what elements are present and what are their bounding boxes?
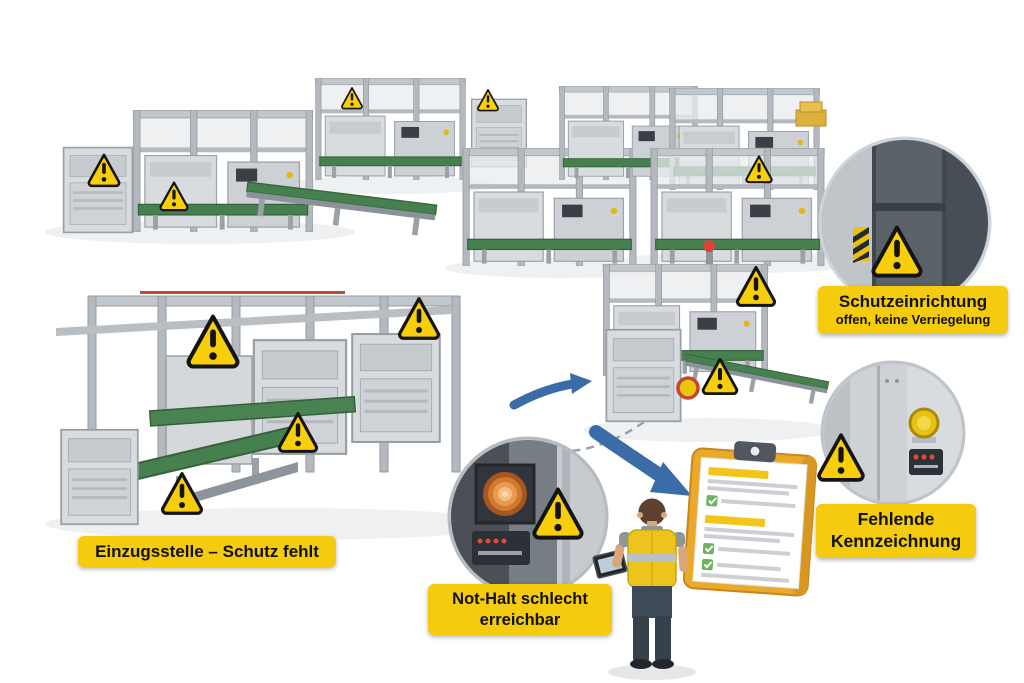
machine-mid-right — [602, 240, 830, 423]
person-head — [638, 498, 666, 526]
inset-guard-door — [818, 136, 992, 310]
callout-text-line1: Schutzeinrichtung — [838, 292, 988, 311]
callout-schutzeinrichtung: Schutzeinrichtung offen, keine Verriegel… — [818, 286, 1008, 334]
callout-text-line2: offen, keine Verriegelung — [835, 312, 991, 328]
callout-text: Einzugsstelle – Schutz fehlt — [95, 542, 319, 561]
callout-text-line2: erreichbar — [479, 610, 561, 629]
callout-text-line1: Fehlende — [857, 509, 935, 529]
checkmark-icon — [704, 545, 714, 553]
inspection-clipboard — [682, 441, 818, 597]
callout-text-line2: Kennzeichnung — [830, 530, 962, 551]
callout-kennzeichnung: Fehlende Kennzeichnung — [816, 504, 976, 558]
arrow-to-clipboard — [589, 425, 692, 496]
callout-nothalt: Not-Halt schlecht erreichbar — [428, 584, 612, 636]
checkbox-checked — [701, 558, 714, 571]
checkbox-checked — [706, 495, 718, 507]
checkbox-checked — [702, 542, 715, 555]
inset-unmarked-button — [817, 360, 966, 506]
inset-not-halt — [447, 436, 609, 598]
machine-cluster-top-right — [650, 88, 827, 266]
signal-beacon-icon — [703, 240, 715, 264]
round-warning-sign-icon — [676, 376, 700, 400]
checkmark-icon — [708, 497, 717, 505]
callout-einzugsstelle: Einzugsstelle – Schutz fehlt — [78, 536, 336, 568]
feed-roller-coil-icon — [483, 472, 527, 516]
checkmark-icon — [703, 561, 713, 569]
arrow-to-machine — [509, 373, 592, 410]
clipboard-clip-icon — [733, 441, 777, 463]
inspector-person — [592, 498, 696, 680]
pallet-crate — [795, 101, 827, 127]
machine-line-bottom-left — [56, 291, 461, 526]
hazard-stripe-icon — [853, 227, 869, 263]
callout-text-line1: Not-Halt schlecht — [452, 590, 588, 608]
